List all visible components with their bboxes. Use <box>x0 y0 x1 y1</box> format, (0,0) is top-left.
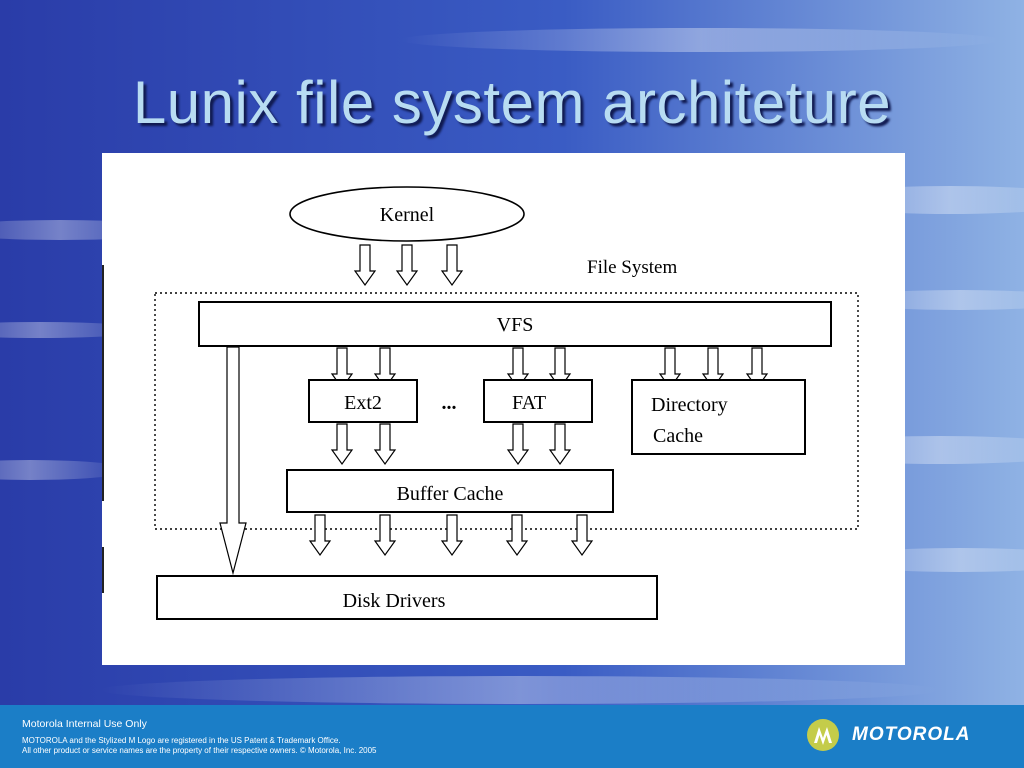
edge-bar <box>102 547 104 593</box>
motorola-logo-icon <box>807 719 839 751</box>
directory-cache-box <box>631 379 806 455</box>
slide-title: Lunix file system architeture <box>132 69 892 136</box>
ellipsis-label: ... <box>442 392 457 414</box>
footer-bar: Motorola Internal Use Only MOTOROLA and … <box>0 705 1024 768</box>
arrow-fat-buffer <box>507 423 529 465</box>
motorola-brand-text: MOTOROLA <box>852 724 971 745</box>
arrow-fat-buffer <box>549 423 571 465</box>
ext2-label: Ext2 <box>344 392 382 414</box>
architecture-diagram: Kernel File System VFS Ext2 ... FAT <box>102 153 905 665</box>
buffer-cache-box <box>286 469 614 513</box>
arrow-vfs-disk <box>219 346 247 576</box>
fat-box <box>483 379 593 423</box>
arrow-buffer-disk <box>374 514 396 556</box>
buffer-cache-label: Buffer Cache <box>397 483 504 505</box>
file-system-label: File System <box>587 257 677 278</box>
footer-trademark-notice: MOTOROLA and the Stylized M Logo are reg… <box>22 736 341 745</box>
arrow-buffer-disk <box>571 514 593 556</box>
arrow-kernel-vfs <box>396 244 418 286</box>
disk-drivers-box <box>156 575 658 620</box>
file-system-boundary <box>154 292 859 530</box>
directory-cache-label-line2: Cache <box>653 425 703 447</box>
kernel-node <box>289 186 525 242</box>
arrow-kernel-vfs <box>354 244 376 286</box>
ext2-box <box>308 379 418 423</box>
arrow-buffer-disk <box>309 514 331 556</box>
arrow-ext2-buffer <box>374 423 396 465</box>
kernel-label: Kernel <box>380 204 435 226</box>
vfs-label: VFS <box>497 314 534 336</box>
arrow-buffer-disk <box>441 514 463 556</box>
vfs-box <box>198 301 832 347</box>
edge-bar <box>102 265 104 501</box>
disk-drivers-label: Disk Drivers <box>343 590 446 612</box>
arrow-ext2-buffer <box>331 423 353 465</box>
footer-copyright: All other product or service names are t… <box>22 746 377 755</box>
arrow-kernel-vfs <box>441 244 463 286</box>
directory-cache-label-line1: Directory <box>651 394 728 416</box>
arrow-buffer-disk <box>506 514 528 556</box>
footer-internal-use: Motorola Internal Use Only <box>22 718 147 730</box>
fat-label: FAT <box>512 392 546 414</box>
